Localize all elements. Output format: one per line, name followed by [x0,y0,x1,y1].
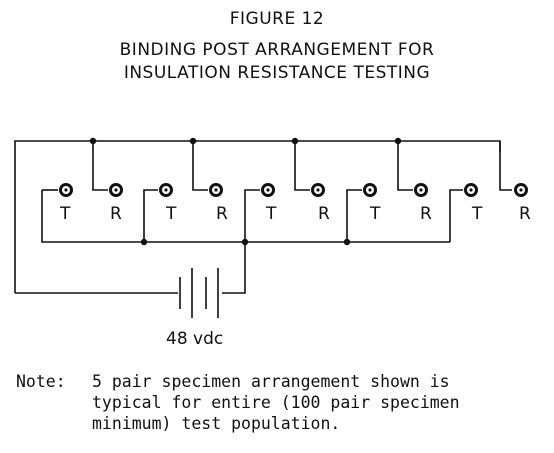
figure-subtitle-line-1: BINDING POST ARRANGEMENT FOR [119,40,435,60]
r-junction-3 [291,137,299,145]
binding-post-r3 [311,183,325,197]
post-label-2: R [110,204,122,224]
note-line-3: minimum) test population. [92,414,341,433]
battery-right-lead [222,242,246,294]
binding-post-t5 [464,183,478,197]
figure-subtitle-line-2: INSULATION RESISTANCE TESTING [123,63,431,83]
binding-post-r5 [514,183,528,197]
r-drop-2 [192,141,208,191]
note-line-1: 5 pair specimen arrangement shown is [92,372,450,391]
binding-posts: T R T R [59,183,531,224]
post-label-5: T [265,204,277,224]
note-line-2: typical for entire (100 pair specimen [92,393,460,412]
binding-post-t4 [363,183,377,197]
t-junction-3 [343,238,351,246]
t-loop-4 [346,189,362,242]
binding-post-t2 [159,183,173,197]
post-label-4: R [216,204,228,224]
post-label-8: R [420,204,432,224]
t-junction-1 [140,238,148,246]
r-junction-1 [89,137,97,145]
r-drop-1 [92,141,108,191]
note-label: Note: [16,372,66,391]
r-bus [14,137,512,293]
binding-post-t3 [261,183,275,197]
r-drop-3 [294,141,310,191]
t-bus [41,189,463,246]
figure-title: FIGURE 12 [229,9,325,29]
t-loop-2 [143,189,158,242]
r-junction-2 [189,137,197,145]
battery-circuit: 48 vdc [15,242,246,349]
t-loop-3 [244,189,260,242]
r-junction-4 [394,137,402,145]
battery-label: 48 vdc [166,329,223,349]
post-label-7: T [369,204,381,224]
r-drop-5 [499,141,512,191]
post-label-9: T [471,204,483,224]
t-loop-5 [449,189,463,242]
binding-post-r4 [414,183,428,197]
binding-post-r1 [109,183,123,197]
t-bus-bottom-wire [41,190,450,243]
binding-post-t1 [59,183,73,197]
post-label-3: T [165,204,177,224]
post-label-6: R [318,204,330,224]
post-label-10: R [519,204,531,224]
binding-post-r2 [209,183,223,197]
r-drop-4 [397,141,413,191]
post-label-1: T [59,204,71,224]
